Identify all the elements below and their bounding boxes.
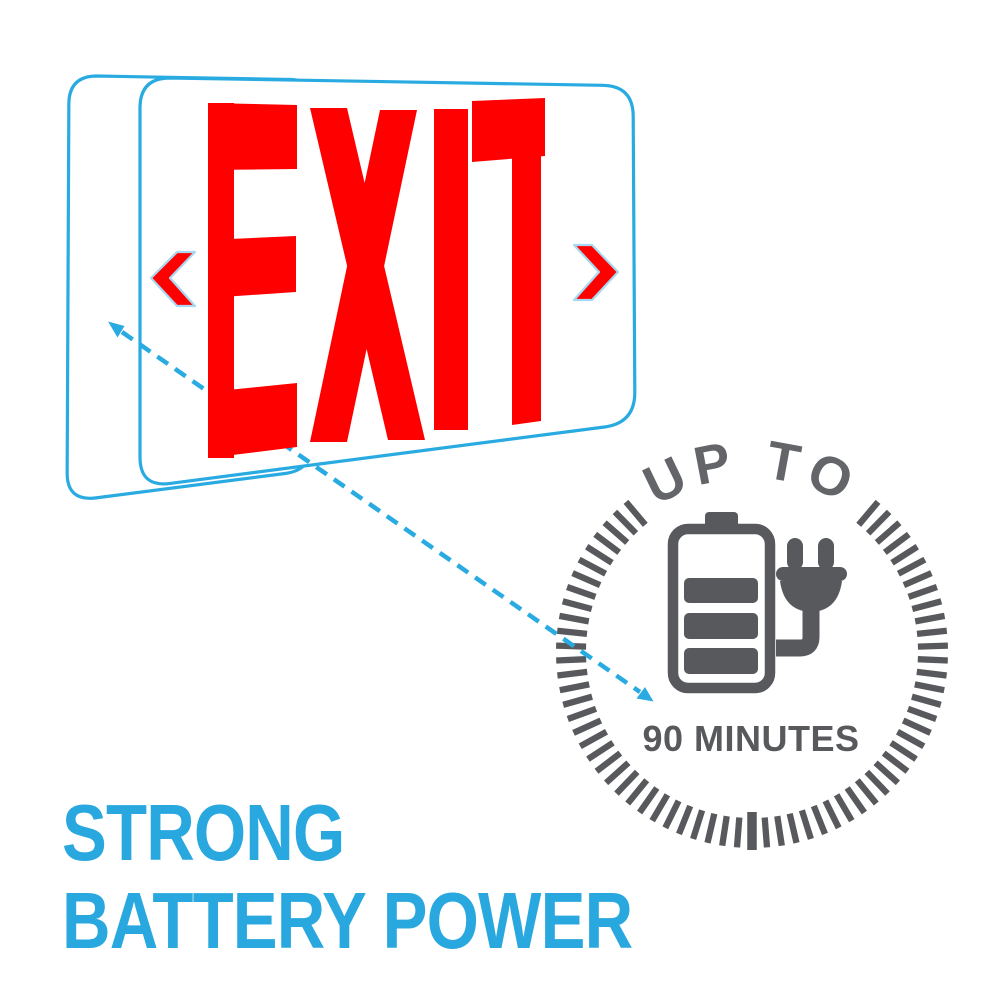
badge-tick: [585, 544, 614, 566]
exit-letter-e: [208, 236, 296, 298]
exit-sign-text: EXIT: [208, 98, 545, 458]
badge-tick: [916, 627, 948, 638]
badge-tick: [914, 612, 946, 625]
badge-tick: [774, 815, 785, 847]
badge-tick: [917, 642, 949, 650]
badge-tick: [719, 815, 730, 847]
headline-line1: STRONG: [62, 788, 345, 877]
badge-tick: [603, 760, 631, 786]
badge-tick: [906, 705, 938, 722]
badge-tick: [566, 705, 598, 722]
badge-tick: [896, 556, 927, 577]
badge-tick: [914, 681, 945, 694]
badge-tick: [864, 769, 890, 796]
headline-line2: BATTERY POWER: [62, 876, 633, 965]
badge-tick: [561, 598, 593, 613]
badge-tick: [637, 786, 660, 815]
headline: STRONG BATTERY POWER: [62, 788, 633, 965]
badge-tick: [593, 531, 622, 555]
badge-tick: [822, 799, 842, 830]
duration-label: 90 MINUTES: [642, 718, 859, 759]
badge-tick: [810, 804, 828, 836]
badge-tick: [559, 681, 590, 694]
badge-tick: [614, 769, 640, 796]
badge-tick: [856, 499, 881, 527]
exit-letter-e: [208, 383, 297, 458]
badge-tick: [625, 778, 650, 806]
badge-tick: [798, 809, 814, 840]
badge-tick: [907, 584, 938, 600]
badge-tick: [917, 656, 948, 664]
badge-tick: [916, 668, 947, 679]
badge-tick: [558, 612, 590, 625]
exit-letter-e: [208, 103, 297, 170]
badge-tick: [662, 799, 682, 830]
battery-icon: [667, 512, 776, 694]
badge-tick: [602, 520, 630, 545]
badge-tick: [572, 717, 603, 736]
badge-tick: [854, 778, 879, 806]
badge-tick: [562, 693, 593, 708]
badge-tick: [557, 668, 588, 679]
badge-tick: [901, 717, 932, 736]
badge-tick: [566, 584, 597, 600]
badge-tick: [578, 729, 609, 750]
badge-tick: [704, 812, 718, 844]
badge-tick: [882, 531, 911, 555]
exit-letter-t: [472, 98, 545, 162]
badge-tick: [889, 740, 918, 762]
chevron-right-icon: [572, 243, 620, 302]
badge-tick: [623, 499, 648, 527]
exit-letter-x: [310, 110, 417, 442]
callout-arrow-icon: [108, 321, 654, 702]
plug-icon: [776, 538, 847, 657]
badge-tick: [890, 544, 919, 566]
badge-tick: [881, 750, 910, 774]
badge-tick: [786, 812, 800, 844]
badge-tick: [690, 809, 706, 840]
badge-tick: [844, 786, 867, 815]
badge-tick: [874, 520, 902, 545]
badge-tick: [895, 729, 926, 750]
badge-tick: [761, 817, 771, 848]
badge-tick: [911, 693, 942, 708]
exit-letter-t: [512, 155, 541, 425]
exit-sign: [65, 74, 637, 500]
badge-tick: [649, 793, 671, 823]
battery-badge: UP TO 90 MINUTES: [555, 430, 949, 850]
badge-tick: [556, 656, 587, 664]
badge-tick: [733, 817, 743, 848]
badge-tick: [873, 760, 901, 786]
badge-tick: [865, 509, 892, 536]
badge-arc-label: UP TO: [634, 430, 869, 516]
timer-tick-ring-icon: [555, 499, 949, 850]
badge-tick: [556, 627, 588, 638]
badge-tick: [594, 750, 623, 774]
exit-letter-i: [434, 109, 468, 430]
badge-tick: [902, 570, 933, 588]
badge-tick: [612, 509, 639, 536]
badge-tick: [676, 804, 694, 836]
badge-tick: [911, 598, 943, 613]
badge-tick: [577, 556, 608, 577]
badge-tick: [833, 793, 855, 823]
chevron-left-icon: [149, 250, 197, 308]
badge-tick: [586, 740, 615, 762]
badge-tick: [571, 570, 602, 588]
